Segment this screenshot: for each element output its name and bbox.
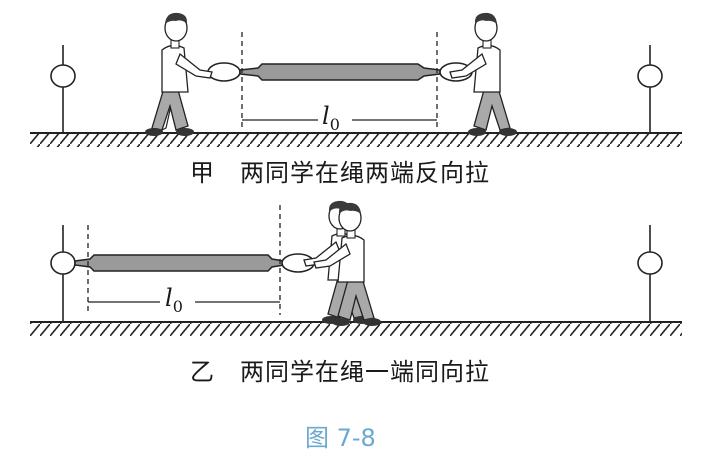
ground-b [30,322,682,336]
ground-a [30,133,682,147]
caption-panel-a: 甲 两同学在绳两端反向拉 [190,159,490,187]
length-label-b: l0 [165,284,183,316]
right-ring-b [637,251,663,275]
student-front-b [313,202,382,327]
student-left-a [144,12,213,137]
rope-a [239,63,441,81]
rope-b [74,254,285,272]
length-label-a: l0 [322,102,340,134]
left-ring-b [50,251,76,275]
panel-b [30,200,682,336]
left-ring-a [50,64,76,88]
rope-loop-left-a [207,62,241,82]
panel-a [30,12,682,147]
caption-panel-b: 乙 两同学在绳一端同向拉 [190,358,490,386]
figure-label: 图 7-8 [305,424,376,452]
student-right-a [449,12,518,137]
right-ring-a [637,64,663,88]
